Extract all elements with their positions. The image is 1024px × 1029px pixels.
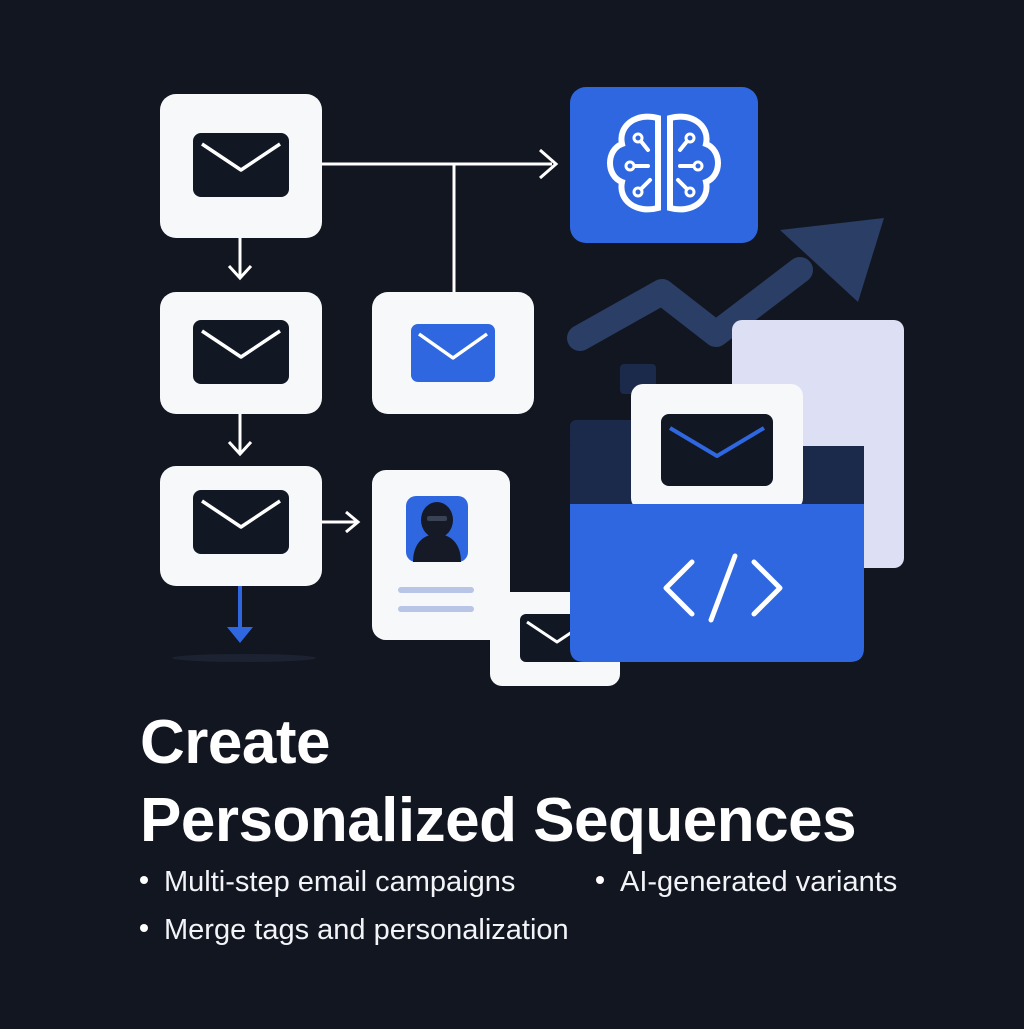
envelope-icon [201,142,281,172]
envelope-icon [417,332,489,360]
arrowhead-to-contact [345,510,361,534]
envelope-icon [201,499,281,529]
template-folder [570,320,904,662]
trend-up-arrow-icon [567,218,884,351]
flow-connectors [227,148,559,534]
arrowhead-step-2 [227,264,253,281]
email-step-3 [160,466,322,586]
envelope-icon [201,329,281,359]
envelope-icon [668,426,766,458]
page-title-line-2: Personalized Sequences [140,786,857,855]
feature-text: AI-generated variants [620,866,898,898]
bullet-dot-icon [140,924,148,933]
email-step-2 [160,292,322,414]
arrowhead-to-ai [539,148,559,180]
user-avatar-icon [413,502,461,562]
ai-node [570,87,758,243]
arrowhead-step-3 [227,440,253,457]
folder-front [570,504,864,662]
email-step-1 [160,94,322,238]
variant-email [372,292,534,414]
feature-bullet: AI-generated variants [596,866,897,899]
bullet-dot-icon [596,876,604,885]
feature-text: Multi-step email campaigns [164,866,516,898]
contact-card [372,470,510,640]
page-title-line-1: Create [140,708,331,777]
feature-text: Merge tags and personalization [164,914,569,946]
bullet-dot-icon [140,876,148,885]
continue-arrow [172,586,316,662]
code-brackets-icon [663,553,783,623]
feature-bullet: Multi-step email campaigns [140,866,515,899]
feature-bullet: Merge tags and personalization [140,914,569,947]
